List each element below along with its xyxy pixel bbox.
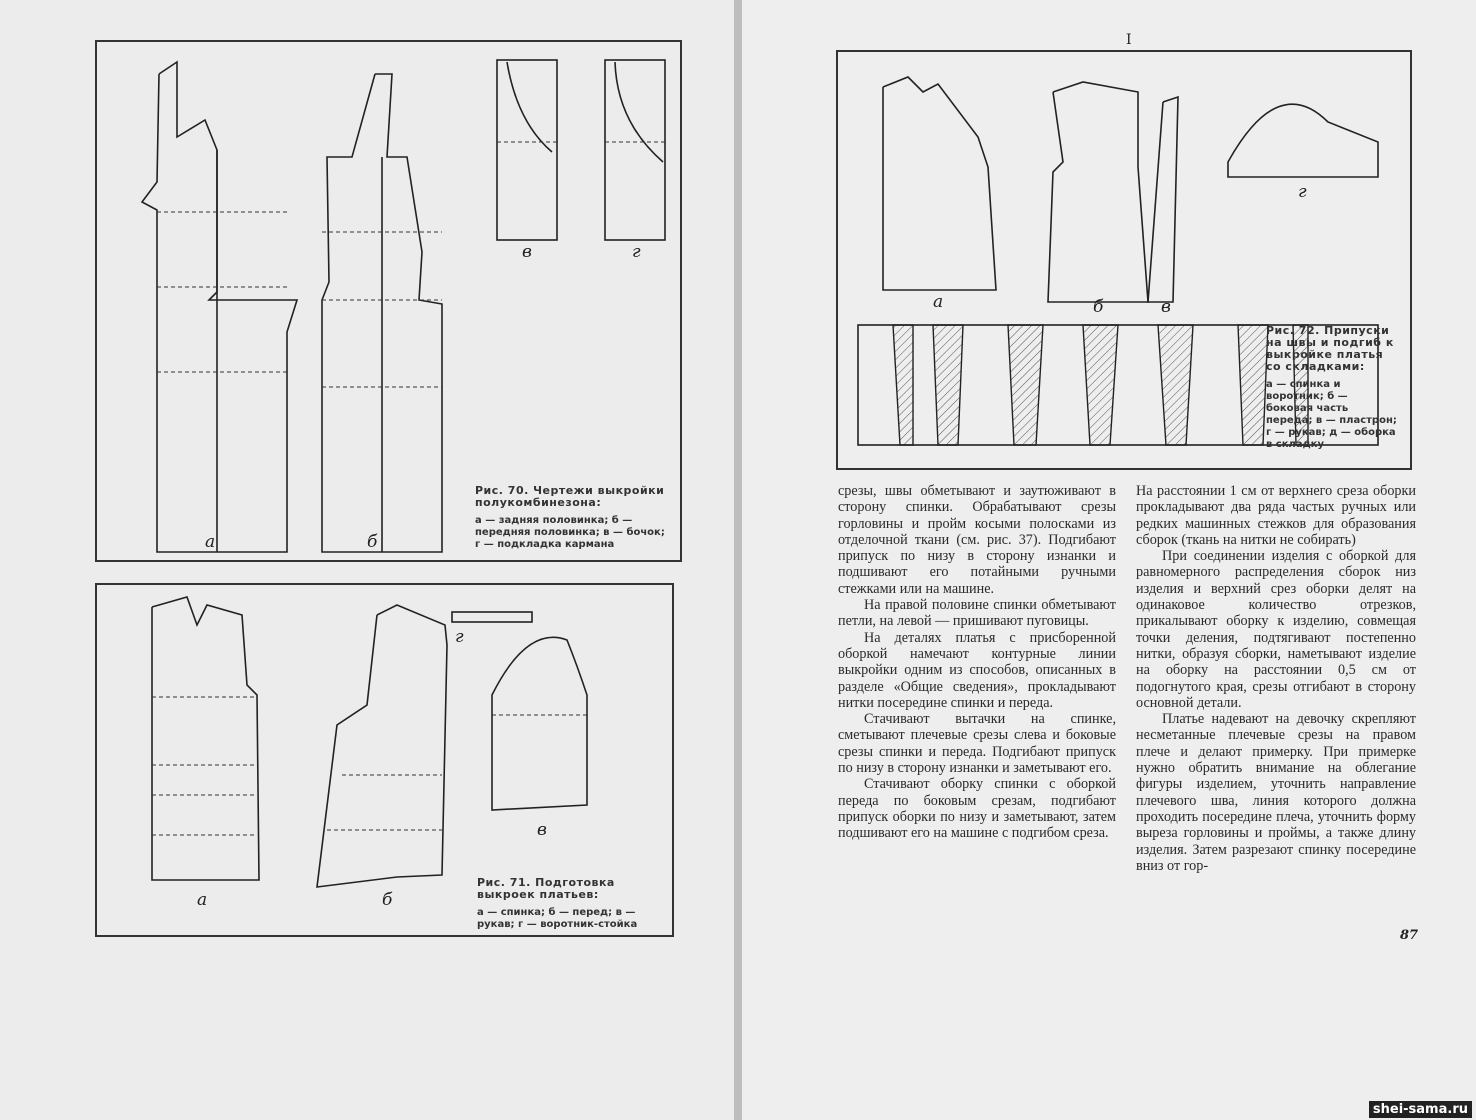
fig72-caption: Рис. 72. Припуски на швы и подгиб к выкр… bbox=[1266, 325, 1398, 451]
paragraph: срезы, швы обметывают и заутюживают в ст… bbox=[838, 483, 1116, 597]
right-page bbox=[740, 0, 1476, 1120]
fig71-caption: Рис. 71. Подготовка выкроек платьев: а —… bbox=[477, 877, 662, 931]
paragraph: На правой половине спинки обметывают пет… bbox=[838, 597, 1116, 630]
paragraph: На расстоянии 1 см от верхнего среза обо… bbox=[1136, 483, 1416, 548]
fig71-label-a: а bbox=[197, 890, 208, 910]
fig70-label-v: в bbox=[522, 242, 532, 262]
fig71-caption-legend: а — спинка; б — перед; в — рукав; г — во… bbox=[477, 907, 638, 930]
fig70-label-g: г bbox=[632, 242, 641, 262]
fig72-pattern-drawing bbox=[857, 76, 1379, 446]
fig70-pattern-drawing bbox=[140, 59, 666, 553]
fig70-label-b: б bbox=[367, 532, 378, 552]
paragraph: На деталях платья с присборенной оборкой… bbox=[838, 629, 1116, 711]
fig71-label-b: б bbox=[382, 890, 393, 910]
paragraph: Стачивают оборку спинки с оборкой переда… bbox=[838, 776, 1116, 842]
fig71-label-g: г bbox=[455, 627, 464, 647]
fig72-label-g: г bbox=[1298, 182, 1307, 202]
fig72-caption-title: Рис. 72. Припуски на швы и подгиб к выкр… bbox=[1266, 324, 1394, 373]
paragraph: При соединении изделия с оборкой для рав… bbox=[1136, 548, 1416, 711]
figure-70: а б в г Рис. 70. Чертежи выкройки полуко… bbox=[95, 40, 682, 562]
fig71-caption-title: Рис. 71. Подготовка выкроек платьев: bbox=[477, 876, 615, 901]
page-number: 87 bbox=[1400, 928, 1419, 943]
fig71-label-v: в bbox=[537, 820, 547, 840]
text-column-2: На расстоянии 1 см от верхнего среза обо… bbox=[1136, 483, 1416, 874]
paragraph: Платье надевают на девочку скрепляют нес… bbox=[1136, 711, 1416, 874]
paragraph: Стачивают вытачки на спинке, сметывают п… bbox=[838, 711, 1116, 777]
fig72-label-b: б bbox=[1093, 297, 1104, 317]
figure-71: а б в г Рис. 71. Подготовка выкроек плат… bbox=[95, 583, 674, 937]
watermark: shei-sama.ru bbox=[1368, 1101, 1472, 1118]
fig70-caption-legend: а — задняя половинка; б — передняя полов… bbox=[475, 515, 665, 550]
fig70-label-a: а bbox=[205, 532, 216, 552]
fig72-label-v: в bbox=[1161, 297, 1171, 317]
fig70-caption-title: Рис. 70. Чертежи выкройки полукомбинезон… bbox=[475, 484, 665, 509]
fig70-caption: Рис. 70. Чертежи выкройки полукомбинезон… bbox=[475, 485, 670, 551]
fig72-label-a: а bbox=[933, 292, 944, 312]
book-gutter bbox=[734, 0, 742, 1120]
figure-72: а б в г Рис. 72. Припуски на швы и подги… bbox=[836, 50, 1412, 470]
text-column-1: срезы, швы обметывают и заутюживают в ст… bbox=[838, 483, 1116, 842]
fig72-caption-legend: а — спинка и воротник; б — боковая часть… bbox=[1266, 379, 1397, 450]
fig71-pattern-drawing bbox=[151, 596, 588, 888]
top-mark: I bbox=[1126, 32, 1132, 48]
